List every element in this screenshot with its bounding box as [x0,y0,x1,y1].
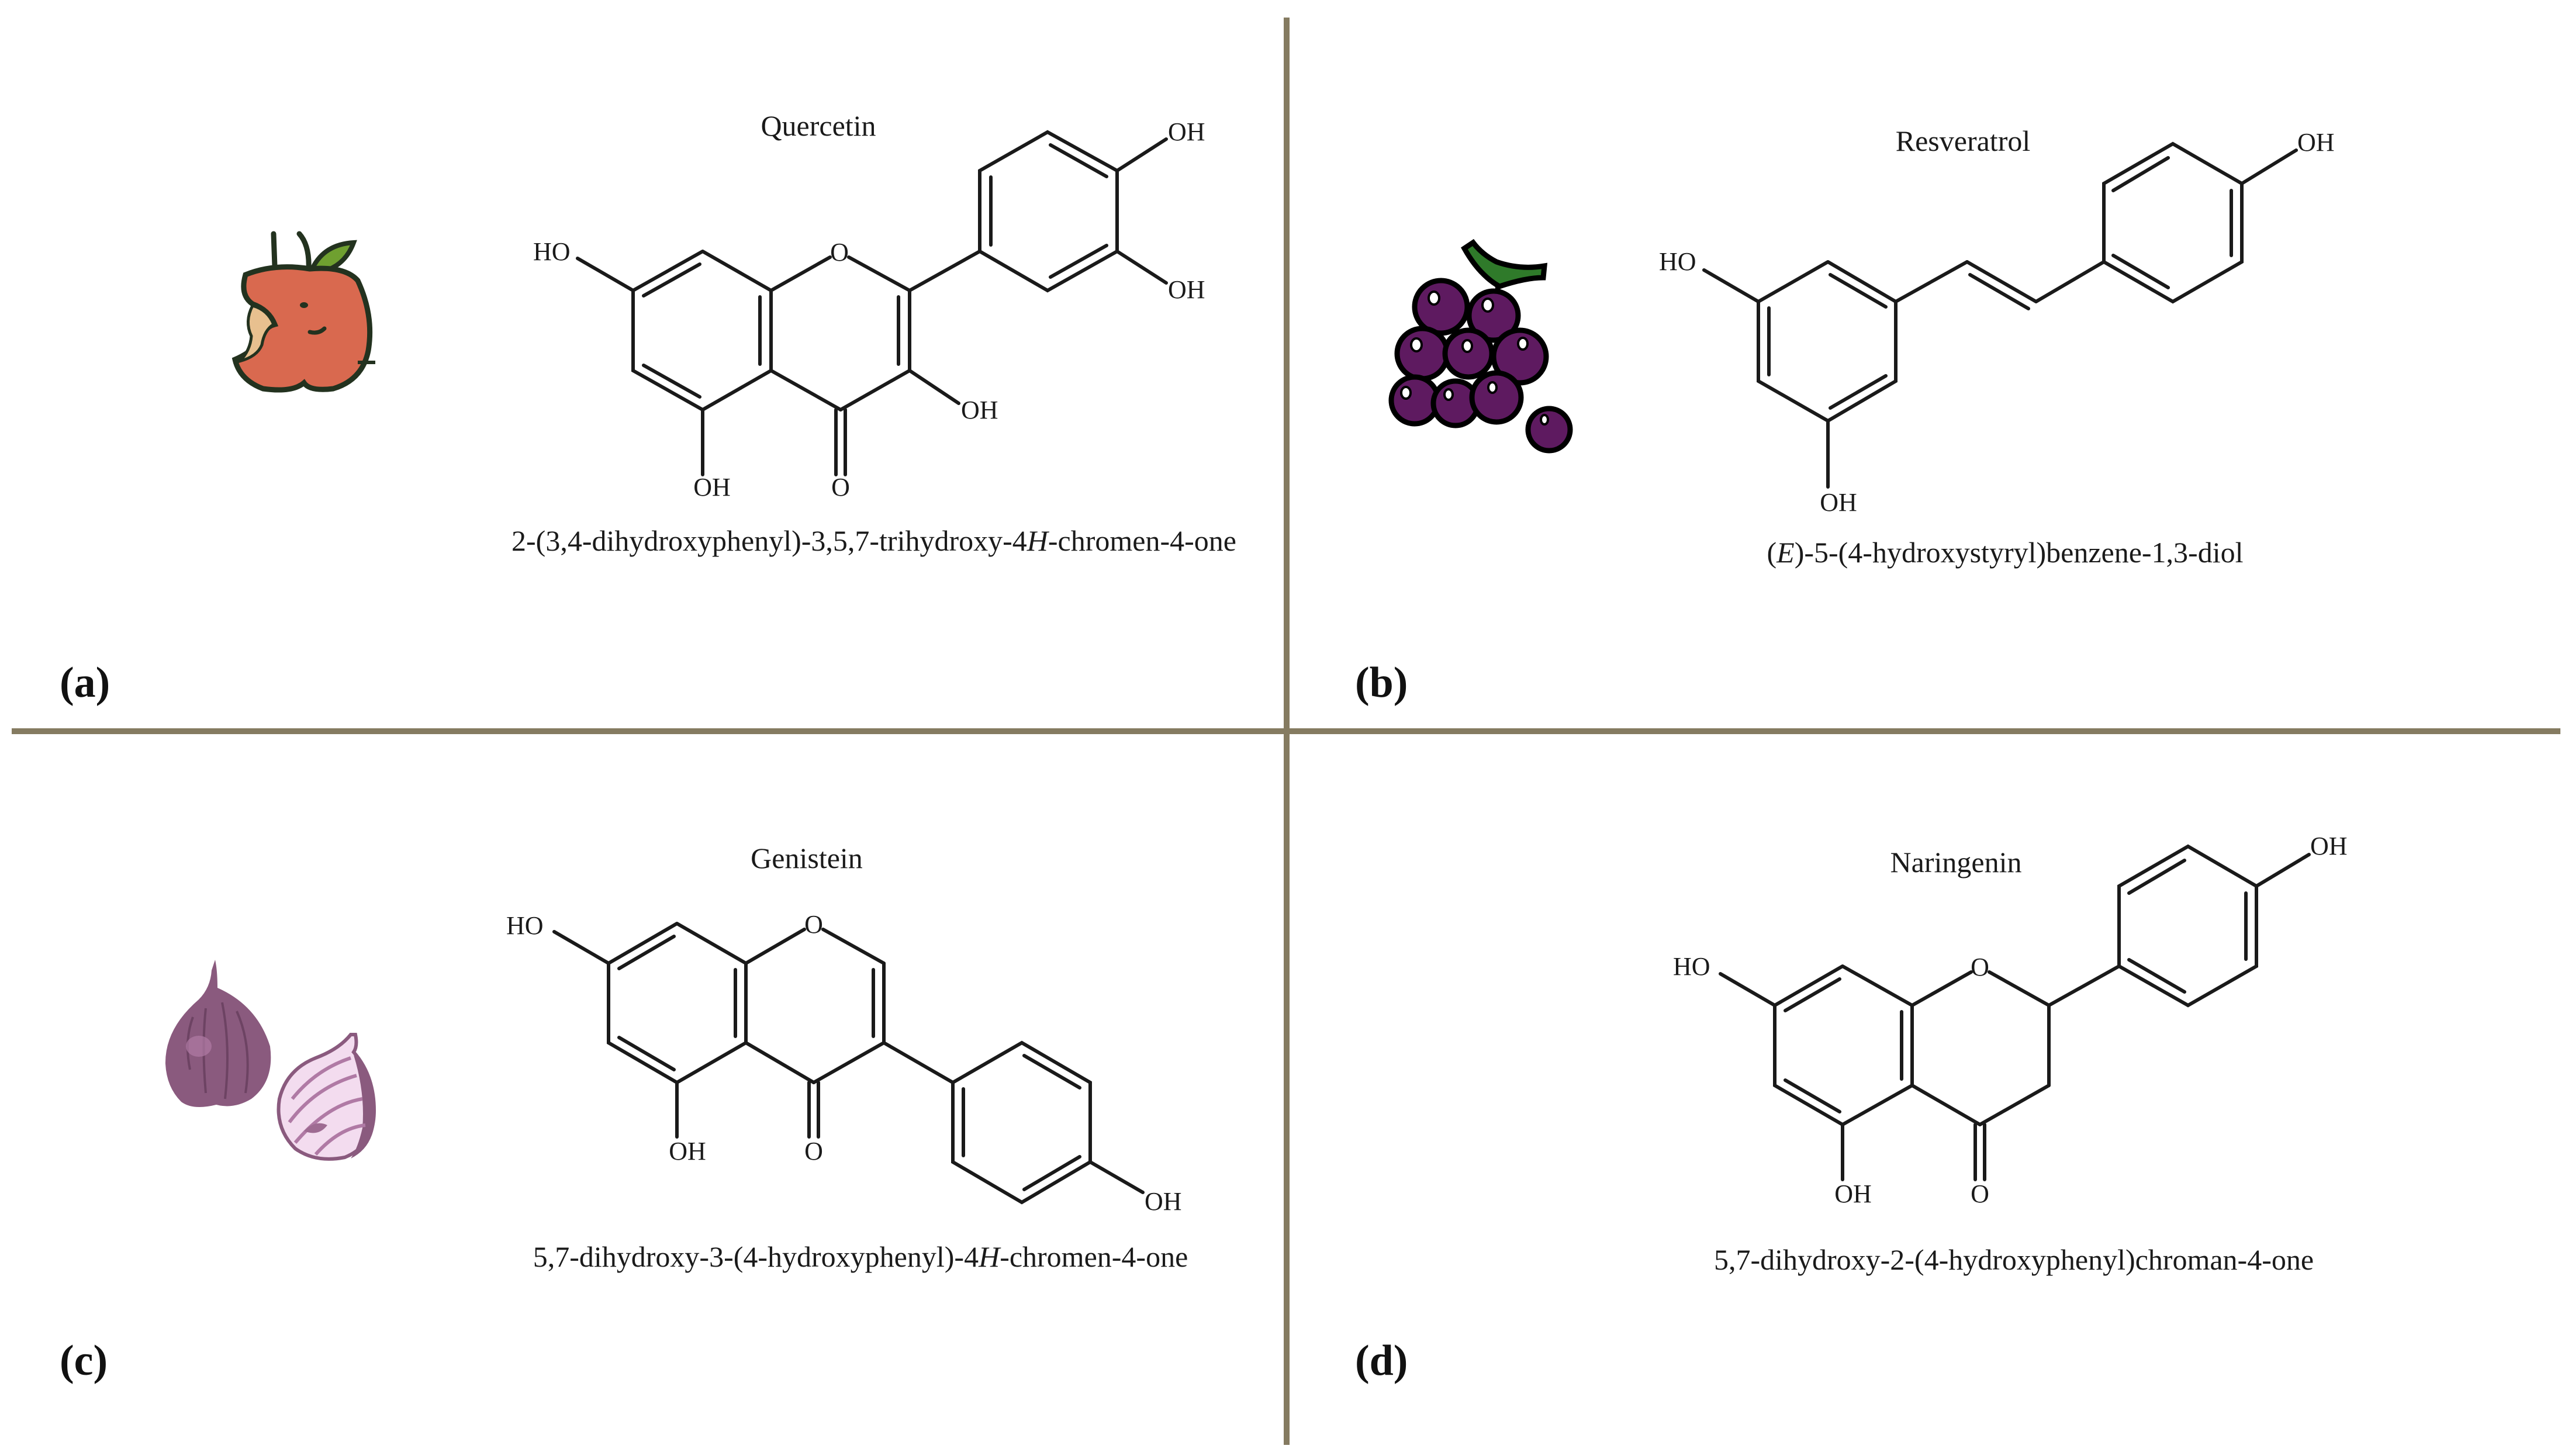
panel-dividers [12,18,2560,1445]
atom-label: OH [1820,488,1857,517]
panel-label: (c) [60,1337,108,1385]
iupac-name: 2-(3,4-dihydroxyphenyl)-3,5,7-trihydroxy… [511,524,1236,557]
apple-icon [231,231,375,393]
quercetin-structure: HO O OH OH O OH OH [533,117,1205,502]
atom-label: HO [1673,952,1710,981]
atom-label: O [804,910,823,939]
atom-label: O [831,473,850,502]
onion-icon [165,960,376,1161]
compound-name: Quercetin [761,109,876,142]
atom-label: OH [961,396,998,424]
atom-label: OH [1834,1180,1872,1208]
naringenin-structure: HO O OH O OH [1673,832,2348,1208]
genistein-structure: HO O OH O OH [506,910,1182,1216]
panel-d: Naringenin HO O OH O OH [1355,832,2348,1385]
atom-label: OH [693,473,731,502]
atom-label: O [1971,953,1989,981]
iupac-name: 5,7-dihydroxy-3-(4-hydroxyphenyl)-4H-chr… [533,1240,1188,1273]
panel-b: Resveratrol HO OH OH (E)-5-(4-hyd [1355,124,2335,707]
panel-c: Genistein HO O OH O OH [60,842,1188,1385]
atom-label: HO [1659,247,1696,276]
panel-label: (b) [1355,659,1408,707]
atom-label: OH [1168,117,1205,146]
compound-name: Naringenin [1890,846,2022,879]
panel-a: Quercetin [60,109,1236,707]
compound-name: Genistein [751,842,863,874]
atom-label: HO [533,237,571,266]
atom-label: O [1971,1180,1989,1208]
atom-label: O [830,238,849,267]
atom-label: OH [2297,128,2335,157]
panel-label: (d) [1355,1337,1408,1385]
resveratrol-structure: HO OH OH [1659,128,2335,517]
compound-name: Resveratrol [1896,124,2030,157]
atom-label: OH [1168,275,1205,304]
atom-label: HO [506,911,544,940]
atom-label: OH [669,1137,706,1166]
atom-label: OH [2310,832,2348,860]
atom-label: OH [1145,1187,1182,1216]
grapes-icon [1388,238,1573,454]
iupac-name: 5,7-dihydroxy-2-(4-hydroxyphenyl)chroman… [1714,1243,2314,1276]
atom-label: O [804,1137,823,1166]
iupac-name: (E)-5-(4-hydroxystyryl)benzene-1,3-diol [1767,536,2243,569]
panel-label: (a) [60,659,110,707]
